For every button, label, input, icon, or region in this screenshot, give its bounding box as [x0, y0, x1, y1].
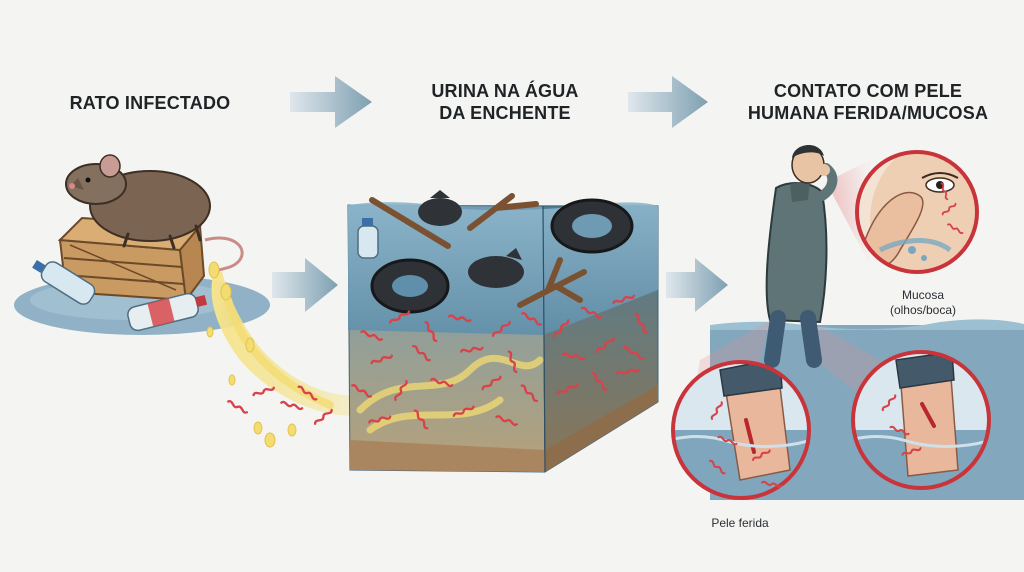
bacteria-icon: [368, 415, 392, 424]
bacteria-icon: [394, 379, 408, 401]
bacteria-icon: [491, 320, 511, 337]
step-2-title-line1: URINA NA ÁGUA: [431, 81, 579, 101]
bacteria-icon: [360, 330, 384, 342]
bacteria-icon: [459, 346, 484, 353]
branch-icon: [369, 193, 587, 308]
step-1-title: RATO INFECTADO: [69, 93, 231, 113]
arrow-icon: [666, 258, 728, 312]
mucosa-caption-line2: (olhos/boca): [889, 303, 957, 317]
bacteria-icon: [595, 336, 615, 353]
bacteria-icon: [297, 385, 318, 401]
mucosa-caption: Mucosa (olhos/boca): [868, 288, 978, 318]
bacteria-icon: [561, 352, 586, 361]
mucosa-caption-line1: Mucosa: [901, 288, 945, 302]
bacteria-icon: [717, 435, 738, 446]
arrow-icon: [290, 76, 372, 128]
bacteria-icon: [710, 401, 723, 420]
urine-swirl: [356, 354, 544, 434]
person-icon: [764, 144, 838, 368]
step-2-title-line2: DA ENCHENTE: [439, 103, 571, 123]
step-3-title-line2: HUMANA FERIDA/MUCOSA: [747, 103, 989, 123]
arrow-icon: [272, 258, 338, 312]
bacteria-icon: [389, 310, 411, 324]
skin-caption: Pele ferida: [711, 516, 769, 530]
bacteria-icon: [495, 415, 519, 427]
bacteria-icon: [413, 409, 429, 430]
bacteria-icon: [941, 202, 957, 216]
eye-icon: [921, 172, 959, 193]
tire-icon: [370, 258, 450, 314]
bacteria-icon: [623, 346, 645, 360]
mucosa-callout: [855, 150, 979, 274]
trash-bag-icon: [468, 248, 524, 288]
bacteria-icon: [351, 384, 373, 398]
bacteria-icon: [227, 400, 249, 414]
bacteria-icon: [452, 405, 475, 417]
bacteria-icon: [634, 313, 648, 335]
bacteria-icon: [615, 368, 640, 375]
trash-bag-icon: [418, 190, 462, 226]
bottle-icon: [127, 292, 208, 332]
step-2-title: URINA NA ÁGUA DA ENCHENTE: [390, 80, 620, 124]
bacteria-icon: [708, 459, 726, 475]
bacteria-icon: [901, 447, 922, 456]
bacteria-icon: [580, 306, 603, 319]
bacteria-icon: [370, 354, 394, 365]
bacteria-icon: [612, 294, 636, 305]
bacteria-icon: [752, 449, 771, 462]
rat-icon: [65, 154, 244, 279]
urine-drops: [206, 261, 297, 448]
bacteria-icon: [553, 319, 570, 339]
leg-icon: [719, 362, 791, 481]
step-3-title: CONTATO COM PELE HUMANA FERIDA/MUCOSA: [718, 80, 1018, 124]
bacteria-icon: [280, 400, 304, 411]
bacteria-icon: [761, 480, 783, 488]
bottle-icon: [357, 218, 379, 259]
arrow-icon: [628, 76, 708, 128]
bacteria-icon: [430, 377, 454, 388]
bacteria-icon: [447, 314, 472, 323]
bacteria-icon: [947, 223, 964, 235]
bacteria-icon: [556, 383, 579, 395]
bacteria-icon: [424, 321, 438, 343]
bacteria-icon: [889, 425, 910, 436]
bacteria-icon: [252, 386, 276, 397]
bacteria-icon: [520, 384, 539, 403]
bottle-icon: [32, 259, 96, 305]
bacteria-icon: [521, 312, 543, 326]
bacteria-icon: [313, 408, 333, 425]
bacteria-icon: [481, 375, 502, 391]
bacteria-icon: [940, 182, 949, 201]
bacteria-callouts: [708, 182, 964, 488]
bacteria-icon: [411, 345, 431, 362]
bacteria-group: [227, 294, 648, 430]
bacteria-icon: [881, 394, 897, 412]
bacteria-icon: [591, 371, 608, 391]
bacteria-icon: [507, 350, 518, 374]
step-3-title-line1: CONTATO COM PELE: [773, 81, 963, 101]
tire-icon: [550, 198, 634, 254]
